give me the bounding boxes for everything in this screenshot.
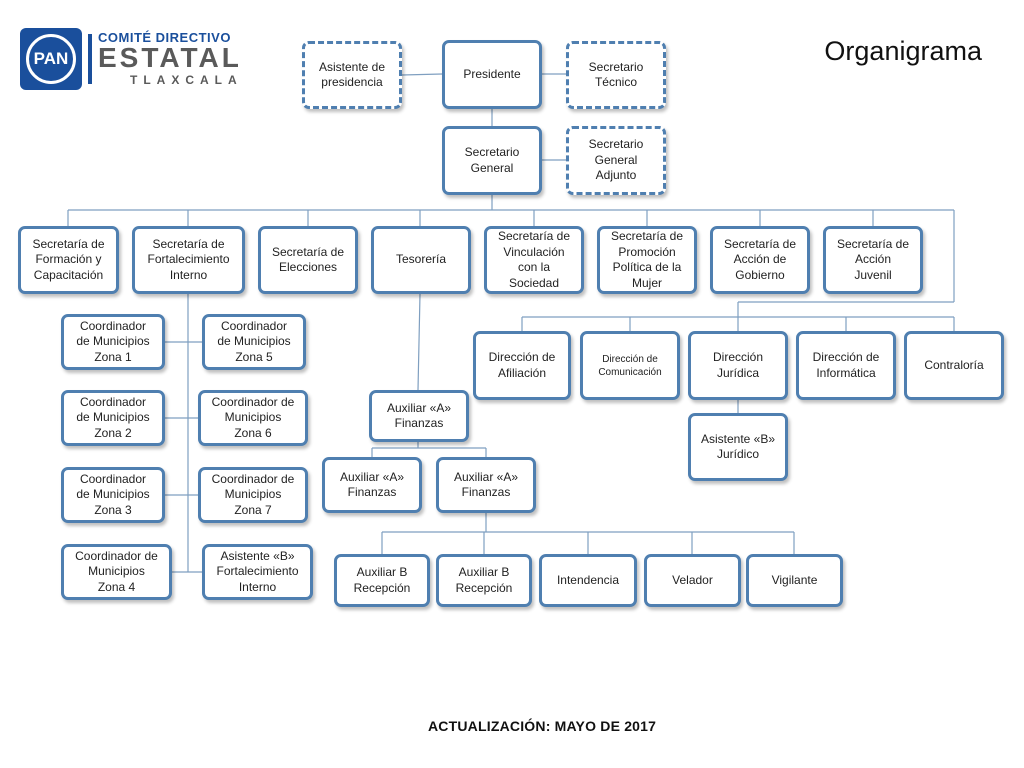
page-title: Organigrama <box>824 36 982 66</box>
node-auxiliar-a-finanzas-1: Auxiliar «A» Finanzas <box>369 390 469 442</box>
node-coord-zona-6: Coordinador de Municipios Zona 6 <box>198 390 308 446</box>
node-auxiliar-b-recepcion-1: Auxiliar B Recepción <box>334 554 430 607</box>
pan-emblem: PAN <box>20 28 82 90</box>
update-footer: ACTUALIZACIÓN: MAYO DE 2017 <box>428 718 657 734</box>
node-coord-zona-5: Coordinador de Municipios Zona 5 <box>202 314 306 370</box>
node-auxiliar-a-finanzas-2: Auxiliar «A» Finanzas <box>322 457 422 513</box>
node-asistente-b-fortalecimiento: Asistente «B» Fortalecimiento Interno <box>202 544 313 600</box>
node-asistente-presidencia: Asistente de presidencia <box>302 41 402 109</box>
node-sec-accion-juvenil: Secretaría de Acción Juvenil <box>823 226 923 294</box>
node-contraloria: Contraloría <box>904 331 1004 400</box>
node-coord-zona-4: Coordinador de Municipios Zona 4 <box>61 544 172 600</box>
node-secretario-general: Secretario General <box>442 126 542 195</box>
node-dir-afiliacion: Dirección de Afiliación <box>473 331 571 400</box>
node-coord-zona-7: Coordinador de Municipios Zona 7 <box>198 467 308 523</box>
node-sec-fortalecimiento: Secretaría de Fortalecimiento Interno <box>132 226 245 294</box>
node-secretario-general-adjunto: Secretario General Adjunto <box>566 126 666 195</box>
node-coord-zona-1: Coordinador de Municipios Zona 1 <box>61 314 165 370</box>
logo-region-text: TLAXCALA <box>130 73 243 87</box>
node-presidente: Presidente <box>442 40 542 109</box>
pan-logo: PAN COMITÉ DIRECTIVO ESTATAL TLAXCALA <box>20 28 239 92</box>
node-coord-zona-2: Coordinador de Municipios Zona 2 <box>61 390 165 446</box>
node-sec-formacion: Secretaría de Formación y Capacitación <box>18 226 119 294</box>
node-sec-accion-gobierno: Secretaría de Acción de Gobierno <box>710 226 810 294</box>
node-auxiliar-a-finanzas-3: Auxiliar «A» Finanzas <box>436 457 536 513</box>
pan-emblem-text: PAN <box>26 34 76 84</box>
node-asistente-b-juridico: Asistente «B» Jurídico <box>688 413 788 481</box>
node-auxiliar-b-recepcion-2: Auxiliar B Recepción <box>436 554 532 607</box>
node-velador: Velador <box>644 554 741 607</box>
node-dir-juridica: Dirección Jurídica <box>688 331 788 400</box>
node-vigilante: Vigilante <box>746 554 843 607</box>
node-dir-informatica: Dirección de Informática <box>796 331 896 400</box>
node-intendencia: Intendencia <box>539 554 637 607</box>
node-sec-vinculacion: Secretaría de Vinculación con la Socieda… <box>484 226 584 294</box>
logo-divider <box>88 34 92 84</box>
node-tesoreria: Tesorería <box>371 226 471 294</box>
node-secretario-tecnico: Secretario Técnico <box>566 41 666 109</box>
logo-committee-text: COMITÉ DIRECTIVO <box>98 30 231 45</box>
node-sec-promocion-mujer: Secretaría de Promoción Política de la M… <box>597 226 697 294</box>
node-dir-comunicacion: Dirección de Comunicación <box>580 331 680 400</box>
node-sec-elecciones: Secretaría de Elecciones <box>258 226 358 294</box>
node-coord-zona-3: Coordinador de Municipios Zona 3 <box>61 467 165 523</box>
logo-state-text: ESTATAL <box>98 42 242 73</box>
